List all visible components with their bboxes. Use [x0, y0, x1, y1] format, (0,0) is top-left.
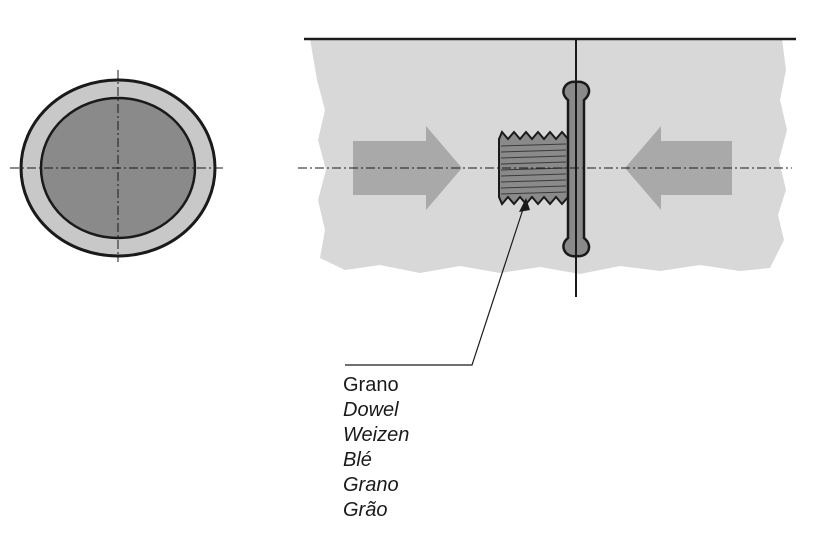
leader-arrowhead — [519, 198, 530, 212]
callout-labels: Grano Dowel Weizen Blé Grano Grão — [343, 373, 409, 523]
callout-label-translation: Grão — [343, 499, 388, 521]
callout-label-translation: Grano — [343, 474, 399, 496]
callout-leader — [345, 198, 530, 366]
leader-line — [345, 199, 527, 366]
callout-label-primary: Grano — [343, 374, 399, 396]
assembly-view — [298, 37, 796, 297]
thread-lines — [500, 143, 567, 195]
callout-label-translation: Blé — [343, 449, 372, 471]
callout-label-translation: Weizen — [343, 424, 410, 446]
round-part-cross-section — [10, 70, 226, 262]
callout-label-translation: Dowel — [343, 399, 399, 421]
threaded-dowel — [498, 130, 569, 206]
